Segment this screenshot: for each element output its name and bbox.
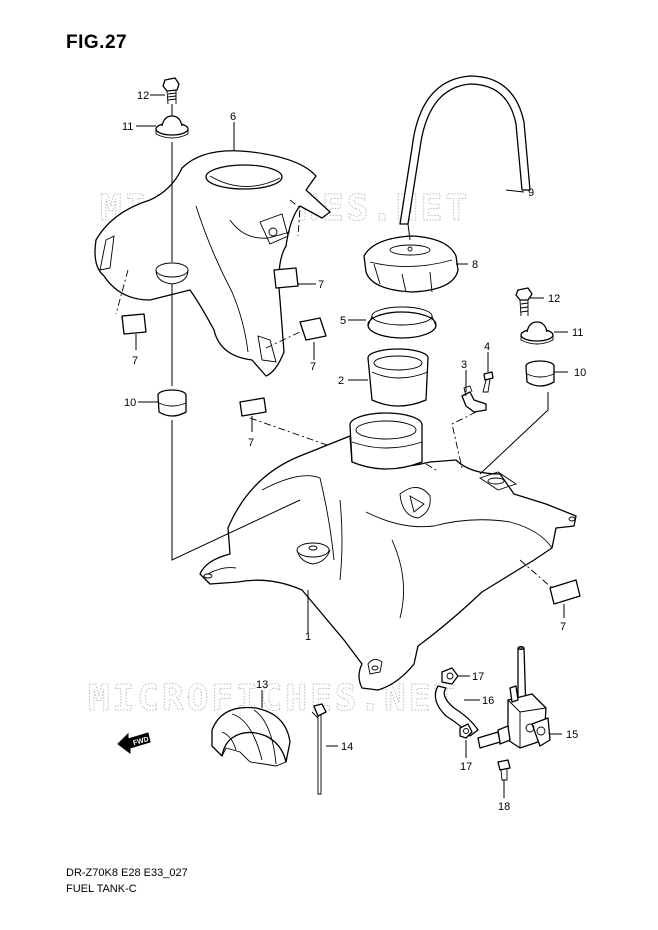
- pad-5: [549, 579, 581, 605]
- pad-1: [273, 267, 299, 289]
- assembly-lines: [115, 94, 568, 798]
- section-name: FUEL TANK-C: [66, 883, 137, 895]
- clamp-lower: [459, 723, 473, 739]
- callout-15: 15: [566, 729, 578, 741]
- arrow-left-icon: [117, 732, 151, 754]
- callout-7-c: 7: [310, 361, 316, 373]
- callout-14: 14: [341, 741, 353, 753]
- callout-5: 5: [340, 315, 346, 327]
- callout-7-e: 7: [560, 621, 566, 633]
- tank-cover: [94, 150, 331, 377]
- callout-8: 8: [472, 259, 478, 271]
- watermark-bottom: MICROFICHES.NET: [88, 678, 458, 719]
- callout-4: 4: [484, 341, 490, 353]
- washer-right: [520, 321, 554, 345]
- cushion-pad: [211, 706, 291, 767]
- callout-10-right: 10: [574, 367, 586, 379]
- callout-2: 2: [338, 375, 344, 387]
- clamp-upper: [441, 667, 459, 685]
- fuel-tank: [199, 412, 577, 691]
- callout-7-d: 7: [248, 437, 254, 449]
- pad-4: [239, 397, 267, 417]
- callout-13: 13: [256, 679, 268, 691]
- filler-ring: [367, 306, 437, 339]
- callout-7-b: 7: [132, 355, 138, 367]
- cable-tie: [311, 703, 327, 795]
- callout-6: 6: [230, 111, 236, 123]
- bolt-top-left: [162, 77, 180, 105]
- forward-direction-badge: FWD: [117, 732, 151, 754]
- filler-neck-insert: [367, 348, 429, 407]
- pad-2: [121, 313, 147, 335]
- model-code: DR-Z70K8 E28 E33_027: [66, 867, 188, 879]
- bolt-right: [515, 287, 533, 317]
- cushion-right: [525, 360, 555, 387]
- callout-17-lower: 17: [460, 761, 472, 773]
- callout-labels: 12 11 6 9 8 7 12 5 11 4 7 3 7 10 2 10 7 …: [122, 90, 586, 813]
- fuel-valve: [477, 646, 551, 749]
- washer-top-left: [155, 115, 189, 139]
- callout-1: 1: [305, 631, 311, 643]
- figure-title: FIG.27: [66, 32, 128, 53]
- callout-17-upper: 17: [472, 671, 484, 683]
- cushion-left: [157, 389, 187, 417]
- fuel-valve-bracket: [461, 385, 487, 413]
- callout-9: 9: [528, 187, 534, 199]
- callout-12-left: 12: [137, 90, 149, 102]
- callout-11-right: 11: [572, 327, 583, 339]
- screw: [482, 371, 494, 393]
- callout-18: 18: [498, 801, 510, 813]
- fwd-label: FWD: [132, 736, 149, 747]
- fuel-cap: [363, 235, 459, 293]
- callout-16: 16: [482, 695, 494, 707]
- callout-7-a: 7: [318, 279, 324, 291]
- fuel-hose: [434, 685, 479, 737]
- pad-3: [299, 317, 327, 341]
- breather-hose: [399, 75, 531, 225]
- valve-screw: [497, 759, 511, 781]
- callout-12-right: 12: [548, 293, 560, 305]
- callout-3: 3: [461, 359, 467, 371]
- callout-11-left: 11: [122, 121, 133, 133]
- callout-10-left: 10: [124, 397, 136, 409]
